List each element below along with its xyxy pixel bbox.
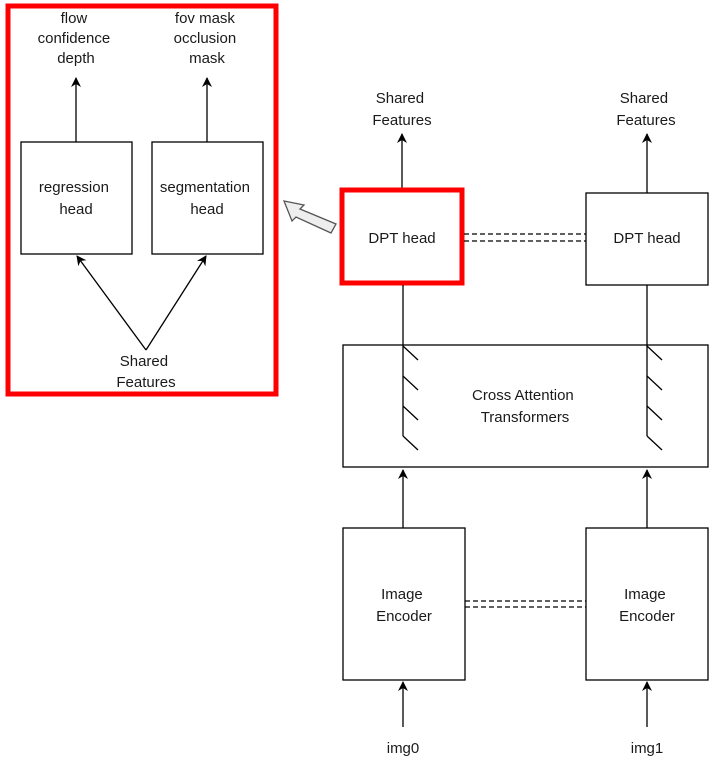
- left-encoder-text-1: Image: [381, 586, 423, 603]
- right-image-encoder-box: [585, 527, 709, 681]
- right-image-encoder-label: Image Encoder: [619, 586, 675, 625]
- left-attention-ticks: [402, 345, 419, 451]
- segmentation-head-text-2: head: [190, 201, 223, 218]
- right-shared-features-label: Shared Features: [616, 90, 675, 129]
- cross-attention-text-2: Transformers: [481, 409, 570, 426]
- right-shared-text-2: Features: [616, 112, 675, 129]
- segmentation-outputs-label: fov mask occlusion mask: [174, 10, 241, 67]
- right-pipeline: Shared Features DPT head Image Encoder i…: [585, 90, 709, 757]
- left-shared-features-label: Shared Features: [372, 90, 431, 129]
- left-image-encoder-box: [342, 527, 466, 681]
- segmentation-head-label: segmentation head: [160, 179, 254, 218]
- right-dpt-head-label: DPT head: [613, 230, 680, 247]
- regression-head-text-1: regression: [39, 179, 109, 196]
- right-attention-ticks: [646, 345, 663, 451]
- panel-shared-features-label: Shared Features: [116, 353, 175, 391]
- left-encoder-text-2: Encoder: [376, 608, 432, 625]
- output-confidence: confidence: [38, 30, 111, 47]
- output-flow: flow: [61, 10, 88, 27]
- left-dpt-head-label: DPT head: [368, 230, 435, 247]
- right-encoder-text-2: Encoder: [619, 608, 675, 625]
- regression-head-box: [20, 141, 133, 255]
- detail-panel-frame: [5, 3, 279, 397]
- left-image-encoder-label: Image Encoder: [376, 586, 432, 625]
- regression-head-label: regression head: [39, 179, 113, 218]
- dpt-shared-weights-connector: [464, 233, 586, 242]
- left-shared-text-2: Features: [372, 112, 431, 129]
- right-shared-text-1: Shared: [620, 90, 668, 107]
- left-shared-text-1: Shared: [376, 90, 424, 107]
- output-depth: depth: [57, 50, 95, 67]
- cross-attention-text-1: Cross Attention: [472, 387, 574, 404]
- output-occlusion: occlusion: [174, 30, 237, 47]
- shared-to-regression-arrow: [76, 255, 147, 351]
- shared-to-segmentation-arrow: [145, 255, 207, 351]
- regression-outputs-label: flow confidence depth: [38, 10, 115, 67]
- img1-label: img1: [631, 740, 664, 757]
- img0-label: img0: [387, 740, 420, 757]
- panel-shared-text-1: Shared: [120, 353, 168, 370]
- cross-attention-box: [342, 344, 709, 468]
- left-dpt-head-box: [339, 187, 465, 286]
- callout-arrow-icon: [282, 200, 337, 234]
- output-fov-mask: fov mask: [175, 10, 236, 27]
- detail-panel: flow confidence depth fov mask occlusion…: [5, 3, 279, 397]
- panel-shared-text-2: Features: [116, 374, 175, 391]
- encoder-shared-weights-connector: [465, 600, 586, 608]
- segmentation-head-box: [151, 141, 264, 255]
- segmentation-head-text-1: segmentation: [160, 179, 250, 196]
- right-encoder-text-1: Image: [624, 586, 666, 603]
- output-mask: mask: [189, 50, 225, 67]
- regression-head-text-2: head: [59, 201, 92, 218]
- right-dpt-head-box: [585, 192, 709, 286]
- cross-attention-label: Cross Attention Transformers: [472, 387, 578, 426]
- left-pipeline: Shared Features DPT head Image Encoder i…: [339, 90, 466, 757]
